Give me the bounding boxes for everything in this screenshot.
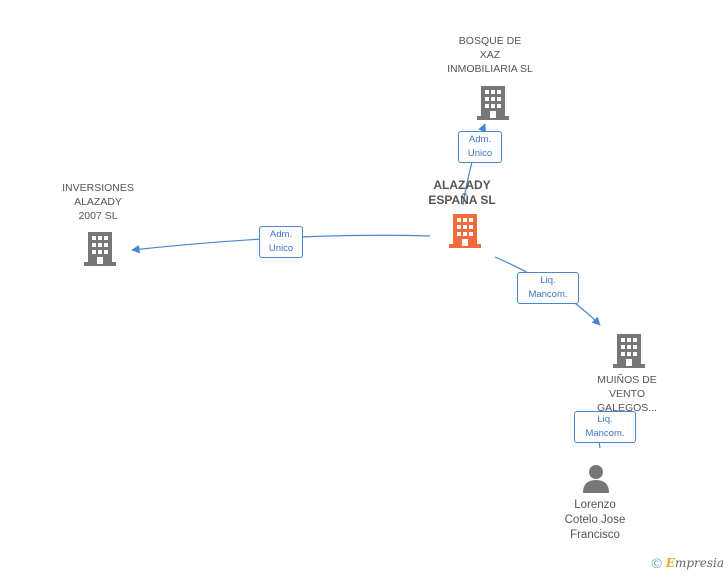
edge-label-liq-mancom-lorenzo[interactable]: Liq. Mancom. [574, 411, 636, 443]
person-icon[interactable] [581, 463, 611, 493]
node-label-muinos: MUIÑOS DE VENTO GALEGOS... [596, 374, 658, 414]
edge-label-adm-unico-bosque[interactable]: Adm. Unico [458, 131, 502, 163]
edge-label-liq-mancom-muinos[interactable]: Liq. Mancom. [517, 272, 579, 304]
brand-logo: Empresia [665, 556, 724, 570]
footer-brand: © Empresia [651, 555, 724, 571]
building-icon[interactable] [84, 230, 116, 266]
node-label-bosque: BOSQUE DE XAZ INMOBILIARIA SL [447, 35, 533, 75]
copyright-icon: © [651, 555, 662, 571]
node-label-alazady: ALAZADY ESPAÑA SL [428, 178, 496, 207]
building-icon[interactable] [613, 332, 645, 368]
node-label-inversiones: INVERSIONES ALAZADY 2007 SL [62, 182, 134, 222]
building-icon[interactable] [477, 84, 509, 120]
building-icon[interactable] [449, 212, 481, 248]
node-label-lorenzo: Lorenzo Cotelo Jose Francisco [564, 499, 626, 541]
edge-label-adm-unico-inversiones[interactable]: Adm. Unico [259, 226, 303, 258]
